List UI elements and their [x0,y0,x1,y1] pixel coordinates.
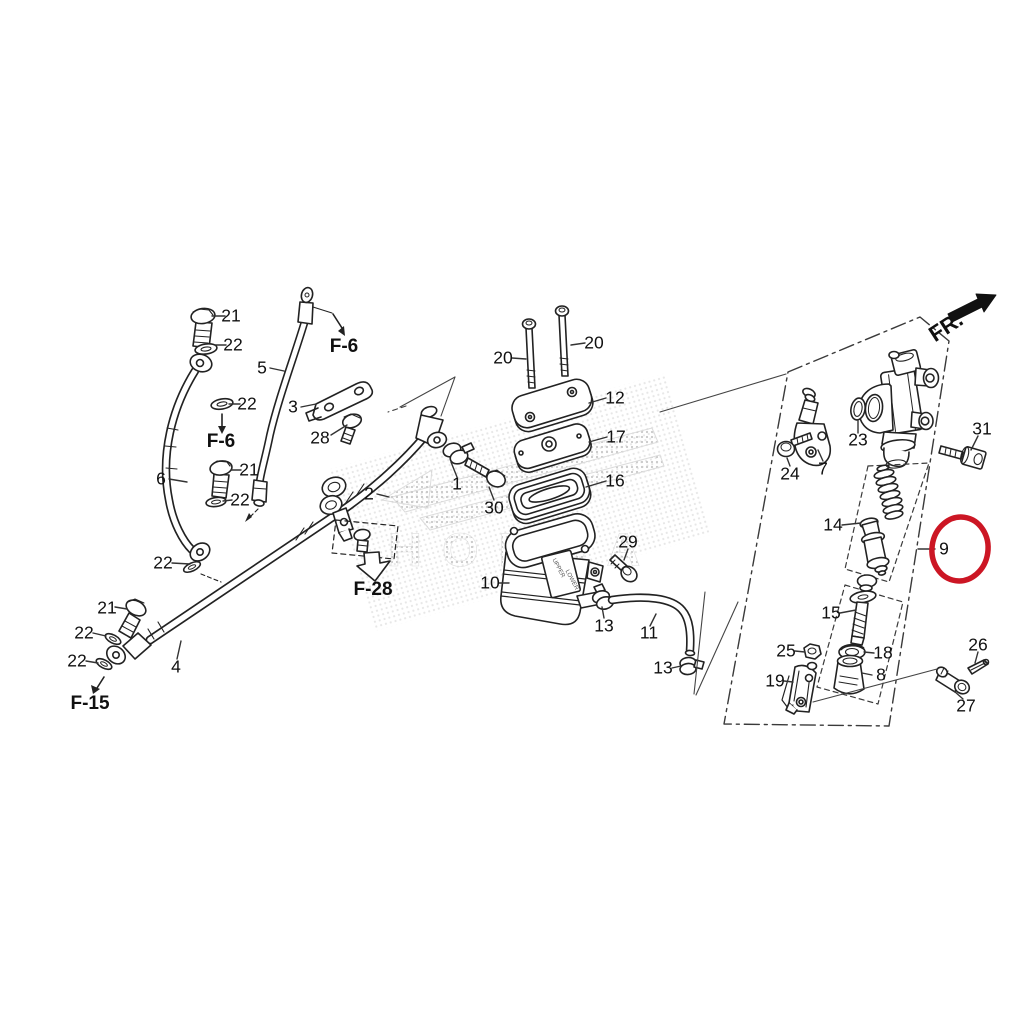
diaphragm-plate-17 [513,423,592,474]
piston-14 [859,517,890,576]
f6-arrow-mid [218,413,226,434]
cotter-pin-26 [967,658,990,675]
reservoir-cover-12 [511,378,594,433]
bolt-30 [464,457,506,488]
brake-hose-5 [245,286,333,522]
joint-pin-27 [935,666,971,695]
pipe-elbow-joint [415,405,448,449]
master-cylinder-body [858,349,940,469]
fr-direction-arrow [947,293,997,323]
construction-line [659,373,787,413]
bolt-24 [776,432,813,458]
construction-v-lines [387,376,456,417]
screw-20-left [521,318,537,389]
clevis-to-pin-line [812,668,938,703]
bracket-3 [305,381,374,422]
pipe-clamp-1 [442,442,475,465]
f28-arrow [356,551,391,582]
leader-lines [85,315,979,700]
hose-clamp-13-lower [679,656,705,676]
f28-dashed-box [331,519,399,560]
washer-22-low-1 [104,632,122,646]
bolt-28 [340,413,363,445]
reservoir-10: UPPER LOWER [499,513,604,626]
oil-joint-7 [793,387,832,467]
f15-arrow [91,676,105,694]
hose-stay-2 [319,476,354,542]
bolt-21-mid [209,460,233,499]
washer-22-low-2 [95,657,113,671]
spring-14 [873,464,904,520]
f6-arrow-top [332,313,345,336]
dashed-box-spring-piston [844,462,930,583]
push-rod-15 [849,574,878,646]
o-ring-23 [850,397,866,421]
dashed-box-rod-boot [816,584,904,705]
bolt-21-low [118,598,147,639]
brake-hose-6 [161,353,213,562]
washer-22-mid [205,496,227,508]
washer-22-upper [210,397,234,411]
red-highlight-circle [929,514,991,584]
boot-8 [833,654,865,695]
assembly-boundary-line [723,316,950,727]
bolt-31 [938,445,987,470]
clevis-joint-19 [781,661,818,715]
bolt-21-top [190,307,216,349]
construction-lines-hose11 [693,591,739,696]
washer-22-hose6-end [182,560,222,583]
nut-25 [803,643,822,660]
reservoir-hose-11 [607,593,696,657]
screw-20-right [554,305,570,377]
brake-hose-4 [105,431,430,665]
bolt-29 [609,554,638,583]
washer-22-top [194,343,218,355]
